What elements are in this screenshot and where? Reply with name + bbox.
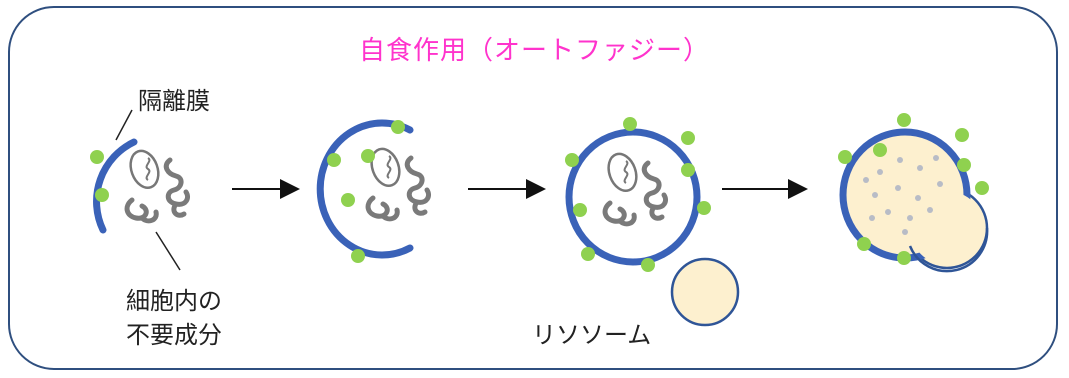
stage-autophagosome bbox=[565, 117, 740, 327]
isolation-membrane-arc bbox=[93, 138, 138, 234]
digested-particles bbox=[863, 155, 943, 235]
dot bbox=[681, 131, 695, 145]
diagram-frame bbox=[8, 6, 1058, 370]
label-pointer-components bbox=[155, 231, 181, 271]
cell-debris bbox=[604, 150, 666, 224]
dot bbox=[838, 150, 852, 164]
dot bbox=[391, 120, 405, 134]
membrane-engulfing bbox=[316, 119, 414, 259]
dot bbox=[341, 193, 355, 207]
dot bbox=[857, 237, 871, 251]
dot bbox=[873, 143, 887, 157]
label-cell-components-line2: 不要成分 bbox=[126, 321, 222, 349]
diagram-title: 自食作用（オートファジー） bbox=[358, 36, 710, 66]
dot bbox=[90, 150, 104, 164]
label-isolation-membrane: 隔離膜 bbox=[138, 87, 210, 115]
stage-autolysosome bbox=[838, 113, 989, 273]
dot bbox=[897, 113, 911, 127]
label-lysosome: リソソーム bbox=[532, 321, 652, 349]
dot bbox=[975, 181, 989, 195]
dot bbox=[957, 158, 971, 172]
dot bbox=[573, 203, 587, 217]
dot bbox=[623, 117, 637, 131]
dot bbox=[897, 251, 911, 265]
dot bbox=[327, 153, 341, 167]
dot bbox=[697, 201, 711, 215]
cell-debris bbox=[126, 147, 188, 221]
dot bbox=[681, 163, 695, 177]
lysosome bbox=[670, 257, 740, 327]
dot bbox=[955, 128, 969, 142]
dot bbox=[361, 149, 375, 163]
stage-engulfing bbox=[316, 119, 429, 263]
label-cell-components-line1: 細胞内の bbox=[126, 287, 222, 315]
dot bbox=[351, 249, 365, 263]
dot bbox=[95, 188, 109, 202]
dot bbox=[641, 258, 655, 272]
dot bbox=[581, 247, 595, 261]
cell-debris bbox=[367, 145, 429, 219]
autophagosome-membrane bbox=[565, 128, 701, 266]
stage-isolation-membrane bbox=[90, 109, 188, 271]
dot bbox=[565, 153, 579, 167]
label-pointer-membrane bbox=[115, 109, 133, 141]
